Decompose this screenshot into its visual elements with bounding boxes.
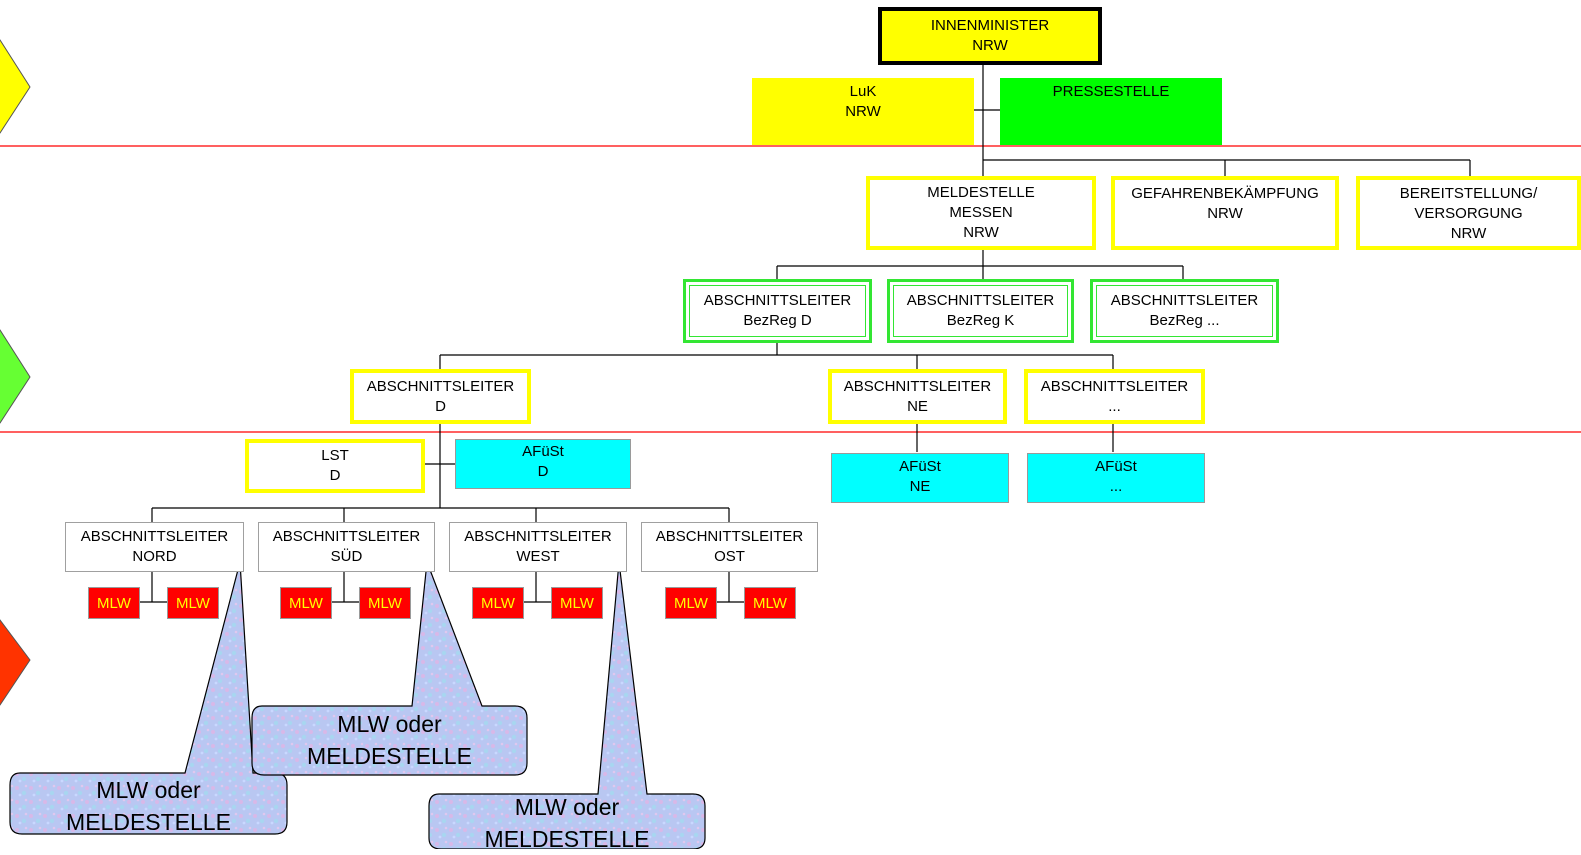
node-al-d[interactable]: ABSCHNITTSLEITER D bbox=[350, 369, 531, 424]
node-al-west[interactable]: ABSCHNITTSLEITER WEST bbox=[449, 522, 627, 572]
node-al-nord[interactable]: ABSCHNITTSLEITER NORD bbox=[65, 522, 244, 572]
callout-shape-2 bbox=[251, 561, 528, 776]
node-al-sued[interactable]: ABSCHNITTSLEITER SÜD bbox=[258, 522, 435, 572]
node-innenminister[interactable]: INNENMINISTER NRW bbox=[878, 7, 1102, 65]
node-afuest-other[interactable]: AFüSt ... bbox=[1027, 453, 1205, 503]
node-al-ne[interactable]: ABSCHNITTSLEITER NE bbox=[828, 369, 1007, 424]
inner-border bbox=[1096, 285, 1273, 337]
mlw-west-2[interactable]: MLW bbox=[551, 587, 603, 619]
node-al-other[interactable]: ABSCHNITTSLEITER ... bbox=[1024, 369, 1205, 424]
node-al-bezreg-other[interactable]: ABSCHNITTSLEITER BezReg ... bbox=[1090, 279, 1279, 343]
node-al-ost[interactable]: ABSCHNITTSLEITER OST bbox=[641, 522, 818, 572]
mlw-nord-2[interactable]: MLW bbox=[167, 587, 219, 619]
node-al-bezreg-k[interactable]: ABSCHNITTSLEITER BezReg K bbox=[887, 279, 1074, 343]
node-luk-nrw[interactable]: LuK NRW bbox=[752, 78, 974, 145]
inner-border bbox=[893, 285, 1068, 337]
callout-2: MLW oder MELDESTELLE bbox=[307, 711, 472, 769]
level-arrow-middle bbox=[0, 329, 31, 424]
connector-lines bbox=[140, 64, 1471, 603]
node-al-bezreg-d[interactable]: ABSCHNITTSLEITER BezReg D bbox=[683, 279, 872, 343]
mlw-nord-1[interactable]: MLW bbox=[88, 587, 140, 619]
node-afuest-d[interactable]: AFüSt D bbox=[455, 439, 631, 489]
node-gefahrenbekaempfung[interactable]: GEFAHRENBEKÄMPFUNG NRW bbox=[1111, 176, 1339, 250]
node-lst-d[interactable]: LST D bbox=[245, 439, 425, 493]
mlw-sued-2[interactable]: MLW bbox=[359, 587, 411, 619]
callout-1: MLW oder MELDESTELLE bbox=[66, 777, 231, 835]
level-arrow-top bbox=[0, 39, 31, 134]
node-meldestelle-messen[interactable]: MELDESTELLE MESSEN NRW bbox=[866, 176, 1096, 250]
level-arrow-bottom bbox=[0, 619, 31, 706]
mlw-ost-1[interactable]: MLW bbox=[665, 587, 717, 619]
mlw-sued-1[interactable]: MLW bbox=[280, 587, 332, 619]
node-bereitstellung-versorgung[interactable]: BEREITSTELLUNG/ VERSORGUNG NRW bbox=[1356, 176, 1581, 250]
inner-border bbox=[689, 285, 866, 337]
node-pressestelle[interactable]: PRESSESTELLE bbox=[1000, 78, 1222, 145]
callout-3: MLW oder MELDESTELLE bbox=[484, 794, 650, 852]
mlw-west-1[interactable]: MLW bbox=[472, 587, 524, 619]
node-afuest-ne[interactable]: AFüSt NE bbox=[831, 453, 1009, 503]
mlw-ost-2[interactable]: MLW bbox=[744, 587, 796, 619]
